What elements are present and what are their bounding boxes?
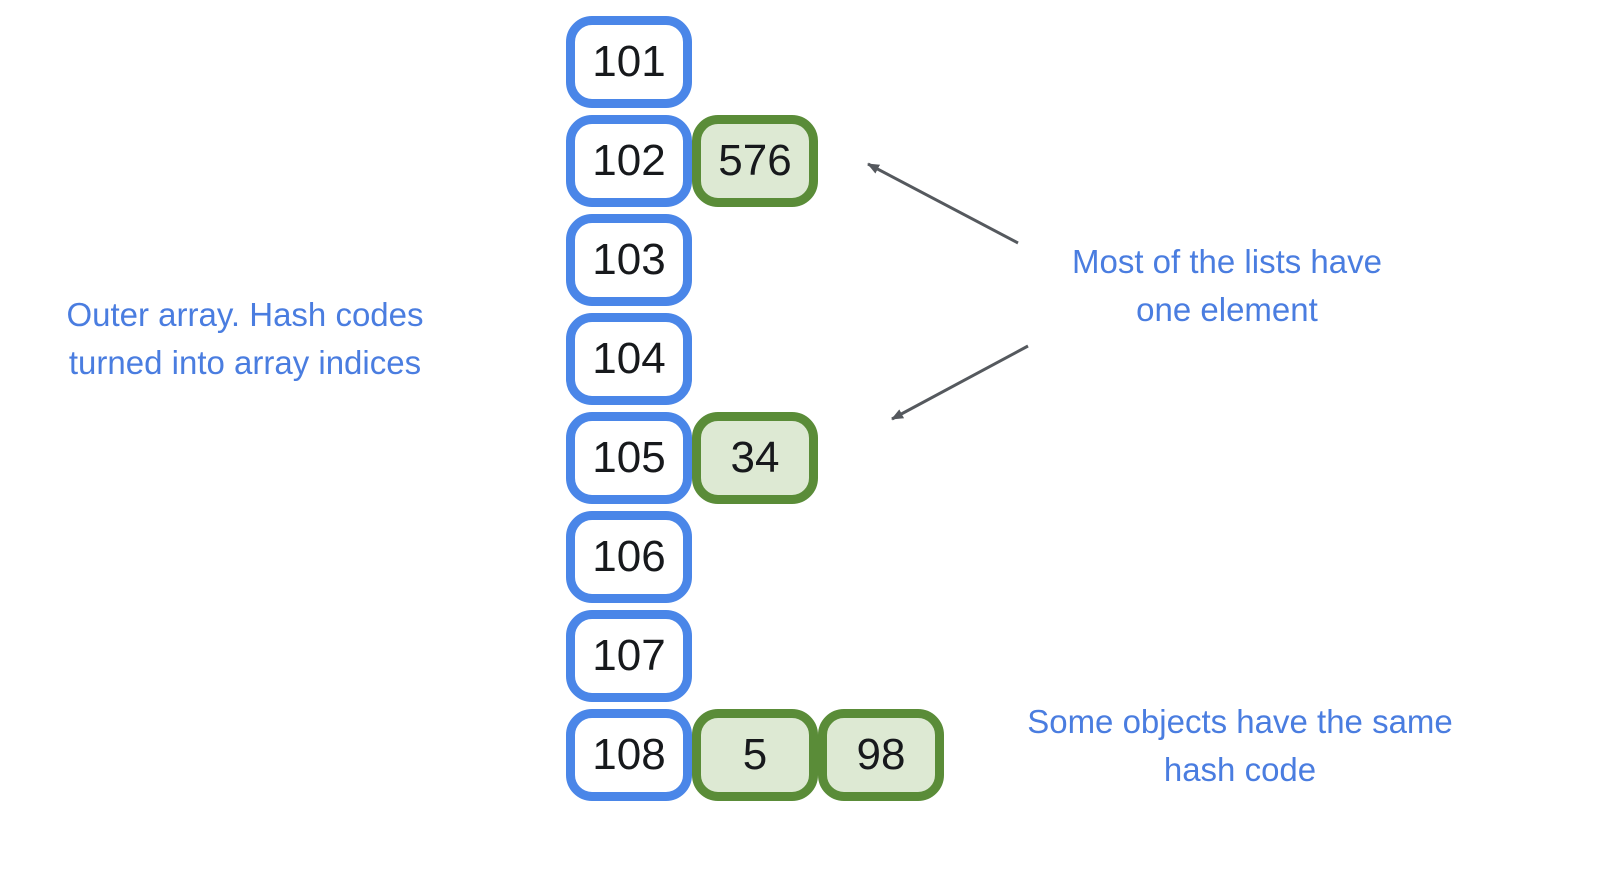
array-row: 106 [566,511,944,603]
outer-array-label-line1: Outer array. Hash codes [66,296,424,333]
array-slot-box: 102 [566,115,692,207]
array-slot-box: 103 [566,214,692,306]
outer-array-label: Outer array. Hash codes turned into arra… [20,291,470,386]
array-row: 107 [566,610,944,702]
array-index: 103 [592,235,666,284]
array-index: 104 [592,334,666,383]
array-row: 101 [566,16,944,108]
array-slot-box: 104 [566,313,692,405]
array-index: 108 [592,730,666,779]
bucket-value: 5 [742,730,768,779]
bucket-value-box: 576 [692,115,818,207]
same-hash-label-line1: Some objects have the same [1027,703,1453,740]
array-index: 105 [592,433,666,482]
outer-array-label-line2: turned into array indices [68,343,422,381]
array-row: 103 [566,214,944,306]
bucket-value: 98 [856,730,906,779]
array-slot-box: 107 [566,610,692,702]
array-slot-box: 101 [566,16,692,108]
most-lists-label: Most of the lists have one element [1022,238,1432,333]
same-hash-label-line2: hash code [1163,750,1317,788]
bucket-value: 34 [730,433,780,482]
same-hash-label: Some objects have the same hash code [960,698,1520,793]
most-lists-label-line1: Most of the lists have [1072,243,1382,280]
array-row: 108 5 98 [566,709,944,801]
array-index: 107 [592,631,666,680]
array-slot-box: 105 [566,412,692,504]
array-row: 105 34 [566,412,944,504]
array-row: 102 576 [566,115,944,207]
array-index: 106 [592,532,666,581]
bucket-value-box: 34 [692,412,818,504]
array-row: 104 [566,313,944,405]
most-lists-label-line2: one element [1136,290,1318,328]
bucket-value-box: 98 [818,709,944,801]
array-index: 102 [592,136,666,185]
array-slot-box: 106 [566,511,692,603]
hash-array-column: 101 102 576 103 104 105 34 106 107 108 5 98 [566,16,944,801]
bucket-value: 576 [718,136,792,185]
array-index: 101 [592,37,666,86]
bucket-value-box: 5 [692,709,818,801]
array-slot-box: 108 [566,709,692,801]
